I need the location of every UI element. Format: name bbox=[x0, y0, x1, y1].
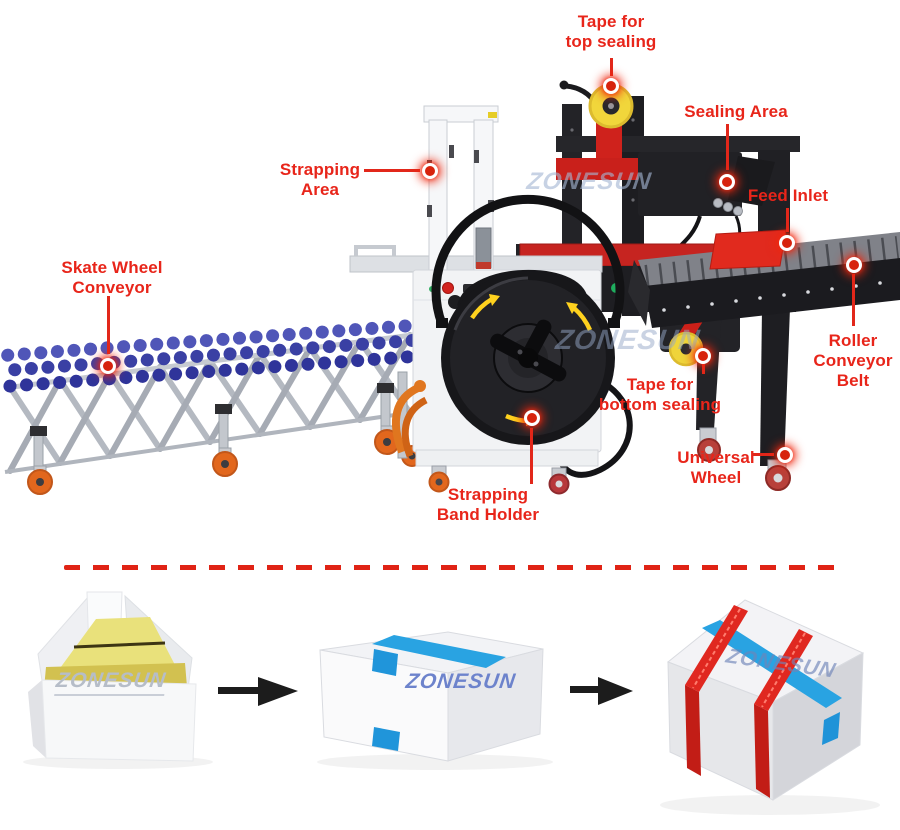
marker-dot bbox=[695, 348, 711, 364]
taped-box bbox=[317, 631, 553, 770]
marker-dot bbox=[777, 447, 793, 463]
blue-tape bbox=[372, 635, 506, 668]
open-box bbox=[23, 591, 213, 769]
callout-label: Tape for bottom sealing bbox=[598, 375, 722, 414]
process-illustration bbox=[23, 591, 880, 815]
strapped-box bbox=[660, 599, 880, 815]
skate-wheels bbox=[1, 318, 434, 393]
leader-line bbox=[702, 364, 705, 374]
callout-label: Feed Inlet bbox=[747, 186, 829, 205]
marker-dot bbox=[846, 257, 862, 273]
callout-label: Strapping Area bbox=[279, 160, 361, 199]
roller-conveyor bbox=[628, 229, 900, 328]
leader-line bbox=[610, 58, 613, 76]
skate-wheel-conveyor bbox=[1, 318, 434, 495]
callout-label: Strapping Band Holder bbox=[436, 485, 540, 524]
marker-dot bbox=[100, 358, 116, 374]
leader-line bbox=[364, 169, 420, 172]
marker-dot bbox=[719, 174, 735, 190]
brand-watermark: ZONESUN bbox=[553, 324, 703, 355]
leader-line bbox=[786, 208, 789, 232]
arrow-right-icon bbox=[218, 677, 298, 706]
caster-orange bbox=[212, 447, 238, 477]
strapping-machine bbox=[349, 105, 633, 495]
leader-line bbox=[726, 124, 729, 170]
marker-dot bbox=[524, 410, 540, 426]
brand-watermark: ZONESUN bbox=[525, 168, 654, 195]
machine-illustration bbox=[1, 80, 900, 495]
callout-label: Universal Wheel bbox=[677, 448, 755, 487]
blue-tape bbox=[702, 620, 842, 708]
feed-inlet-plate bbox=[709, 229, 787, 270]
callout-label: Sealing Area bbox=[684, 102, 788, 121]
strapping-arch bbox=[423, 105, 499, 123]
machine-leg bbox=[696, 308, 722, 430]
caster-orange bbox=[27, 465, 53, 495]
callout-label: Skate Wheel Conveyor bbox=[61, 258, 163, 297]
brand-watermark: ZONESUN bbox=[404, 670, 518, 693]
leader-line bbox=[107, 296, 110, 354]
leader-line bbox=[530, 428, 533, 484]
machine-leg bbox=[760, 308, 790, 466]
leader-line bbox=[852, 274, 855, 326]
wheel-fender bbox=[431, 194, 625, 326]
callout-label: Roller Conveyor Belt bbox=[813, 331, 893, 390]
section-divider bbox=[64, 565, 836, 570]
brand-watermark: ZONESUN bbox=[54, 669, 168, 696]
marker-dot bbox=[603, 78, 619, 94]
marker-dot bbox=[779, 235, 795, 251]
leader-line bbox=[752, 453, 774, 456]
orange-lever bbox=[392, 384, 420, 454]
arrow-right-icon bbox=[570, 677, 633, 705]
callout-label: Tape for top sealing bbox=[565, 12, 657, 51]
marker-dot bbox=[422, 163, 438, 179]
